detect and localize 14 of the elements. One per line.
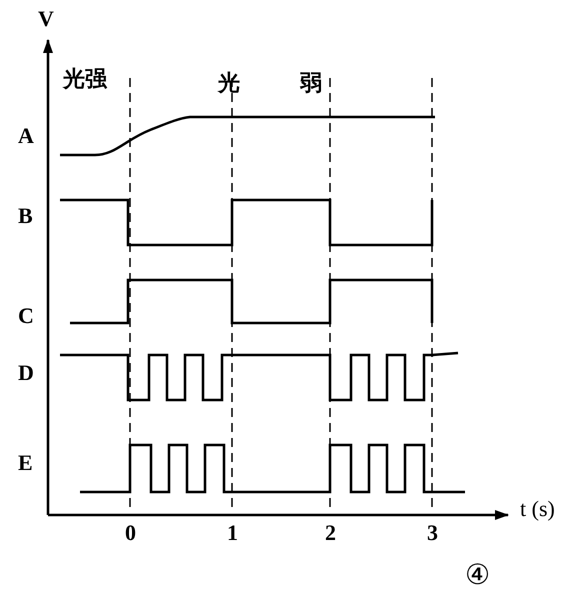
tick-label: 3 (427, 522, 438, 544)
tick-label: 1 (227, 522, 238, 544)
axis-label: V (38, 8, 54, 30)
region-label: 光强 (63, 68, 107, 90)
region-label: 光弱 (218, 72, 382, 94)
axis-label: t (s) (520, 498, 555, 520)
signal-label: D (18, 362, 34, 384)
signal-label: E (18, 452, 33, 474)
figure-number: ④ (465, 562, 490, 590)
tick-label: 2 (325, 522, 336, 544)
signal-label: B (18, 205, 33, 227)
signal-label: C (18, 305, 34, 327)
signal-label: A (18, 125, 34, 147)
tick-label: 0 (125, 522, 136, 544)
